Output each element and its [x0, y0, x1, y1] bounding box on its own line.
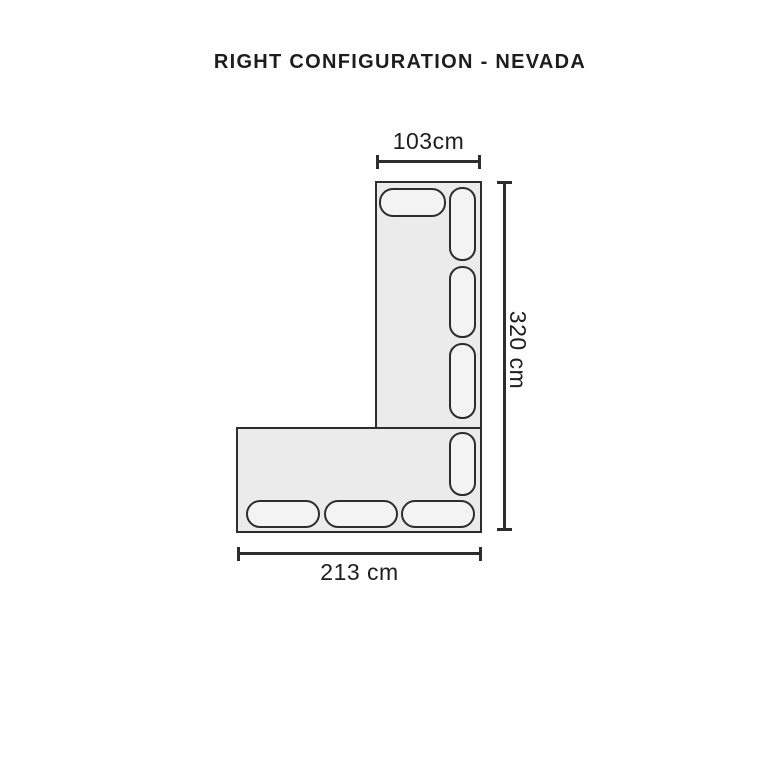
back-cushion	[449, 432, 476, 496]
seat-cushion	[246, 500, 320, 528]
dimension-tick	[237, 547, 240, 561]
seat-cushion	[401, 500, 475, 528]
dimension-tick	[479, 547, 482, 561]
page-title: RIGHT CONFIGURATION - NEVADA	[213, 51, 587, 73]
dimension-top-width-line	[376, 155, 481, 169]
headrest-cushion	[379, 188, 446, 217]
dimension-tick	[376, 155, 379, 169]
back-cushion	[449, 187, 476, 261]
dimension-tick	[497, 181, 512, 184]
back-cushion	[449, 343, 476, 419]
dimension-top-width-label: 103cm	[392, 128, 465, 154]
dimension-right-height-line	[497, 181, 512, 531]
back-cushion	[449, 266, 476, 338]
dimension-right-height-label: 320 cm	[505, 310, 531, 390]
seat-cushion	[324, 500, 398, 528]
dimension-tick	[478, 155, 481, 169]
dimension-tick	[497, 528, 512, 531]
dimension-bottom-width-line	[237, 547, 482, 561]
dimension-bottom-width-label: 213 cm	[320, 559, 399, 585]
